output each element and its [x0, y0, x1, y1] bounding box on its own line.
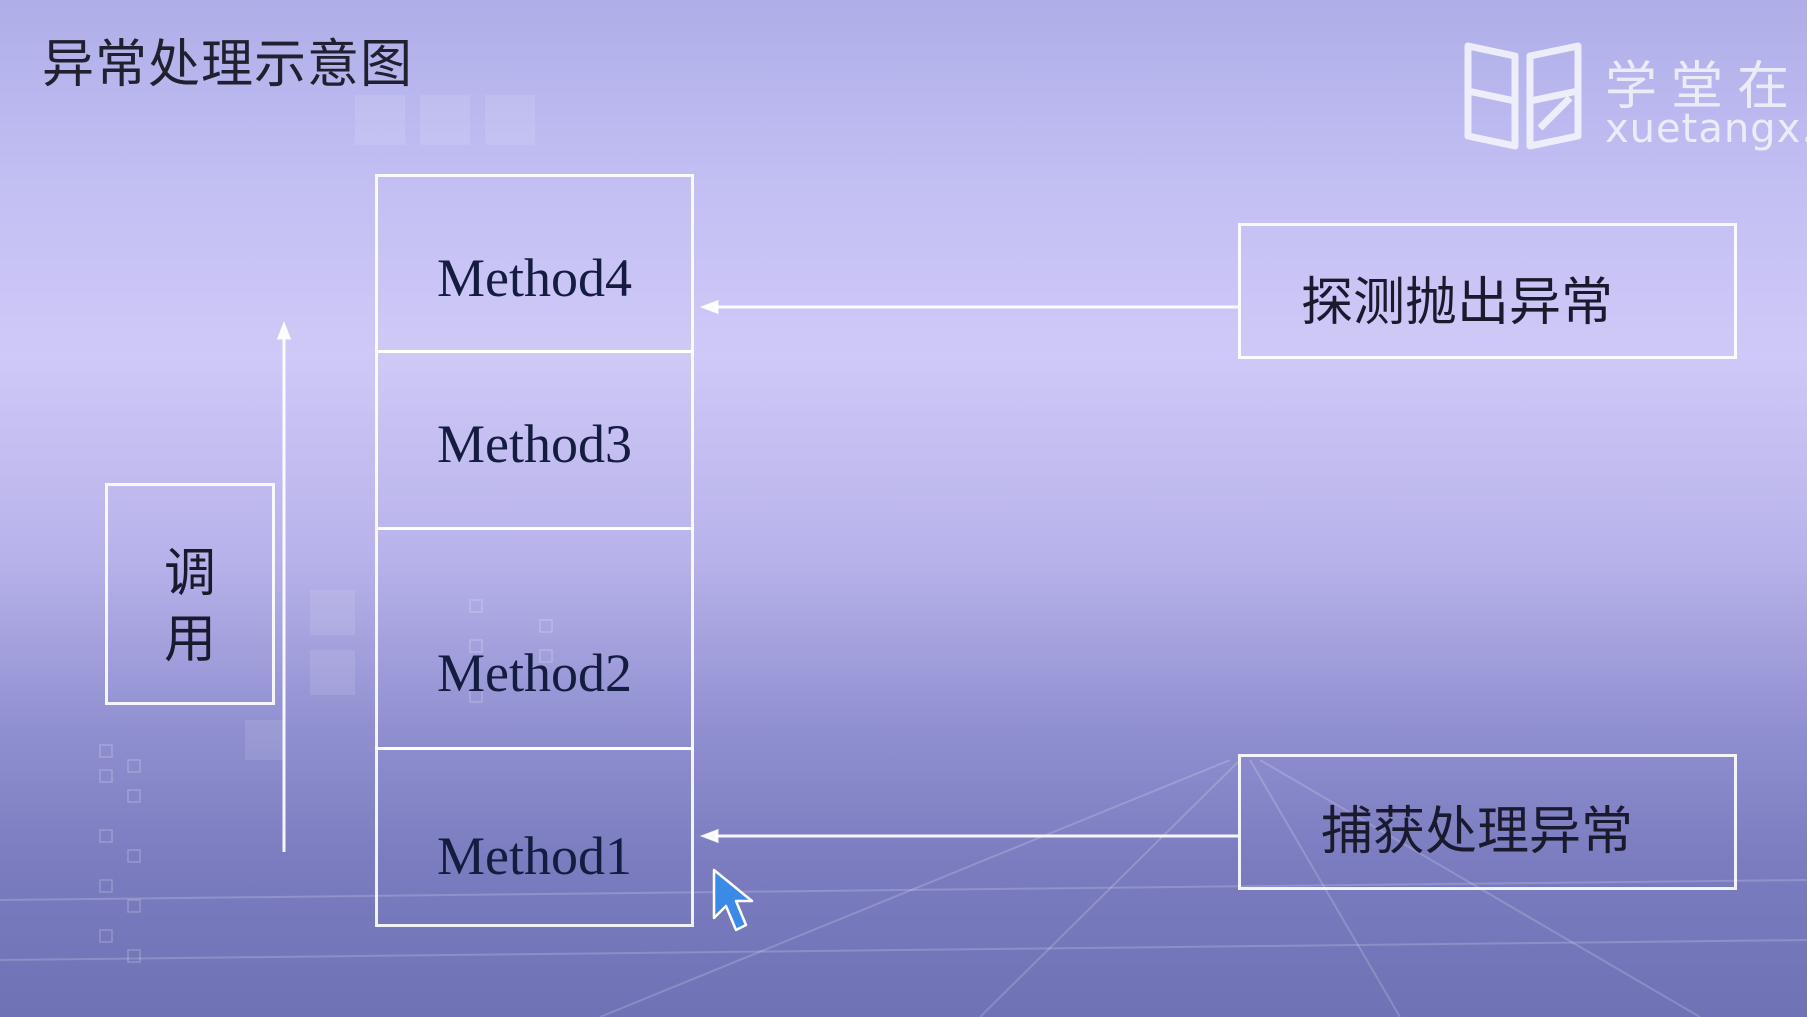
logo-text-cn: 学堂在 — [1605, 57, 1804, 117]
method-label-3: Method3 — [437, 414, 632, 474]
method-label-4: Method4 — [437, 248, 632, 308]
logo-text-en: xuetangx.c — [1605, 106, 1807, 152]
method-label-1: Method1 — [437, 826, 632, 886]
slide-title: 异常处理示意图 — [42, 35, 414, 95]
call-arrow-head — [276, 320, 292, 340]
call-box: 调 用 — [105, 483, 275, 705]
method-box-1: Method1 — [375, 747, 694, 927]
throw-exception-box: 探测抛出异常 — [1238, 223, 1737, 359]
catch-exception-label: 捕获处理异常 — [1321, 802, 1634, 862]
mouse-cursor-icon — [712, 868, 754, 932]
catch-arrow-head — [699, 828, 719, 844]
call-label-line2: 用 — [163, 610, 216, 670]
method-label-2: Method2 — [437, 643, 632, 703]
throw-arrow-head — [699, 299, 719, 315]
throw-exception-label: 探测抛出异常 — [1301, 273, 1614, 333]
book-logo-icon — [1464, 42, 1582, 150]
xuetangx-logo: 学堂在 xuetangx.c — [1460, 38, 1807, 158]
catch-exception-box: 捕获处理异常 — [1238, 754, 1737, 890]
call-label-line1: 调 — [163, 544, 216, 604]
method-box-3: Method3 — [375, 350, 694, 530]
